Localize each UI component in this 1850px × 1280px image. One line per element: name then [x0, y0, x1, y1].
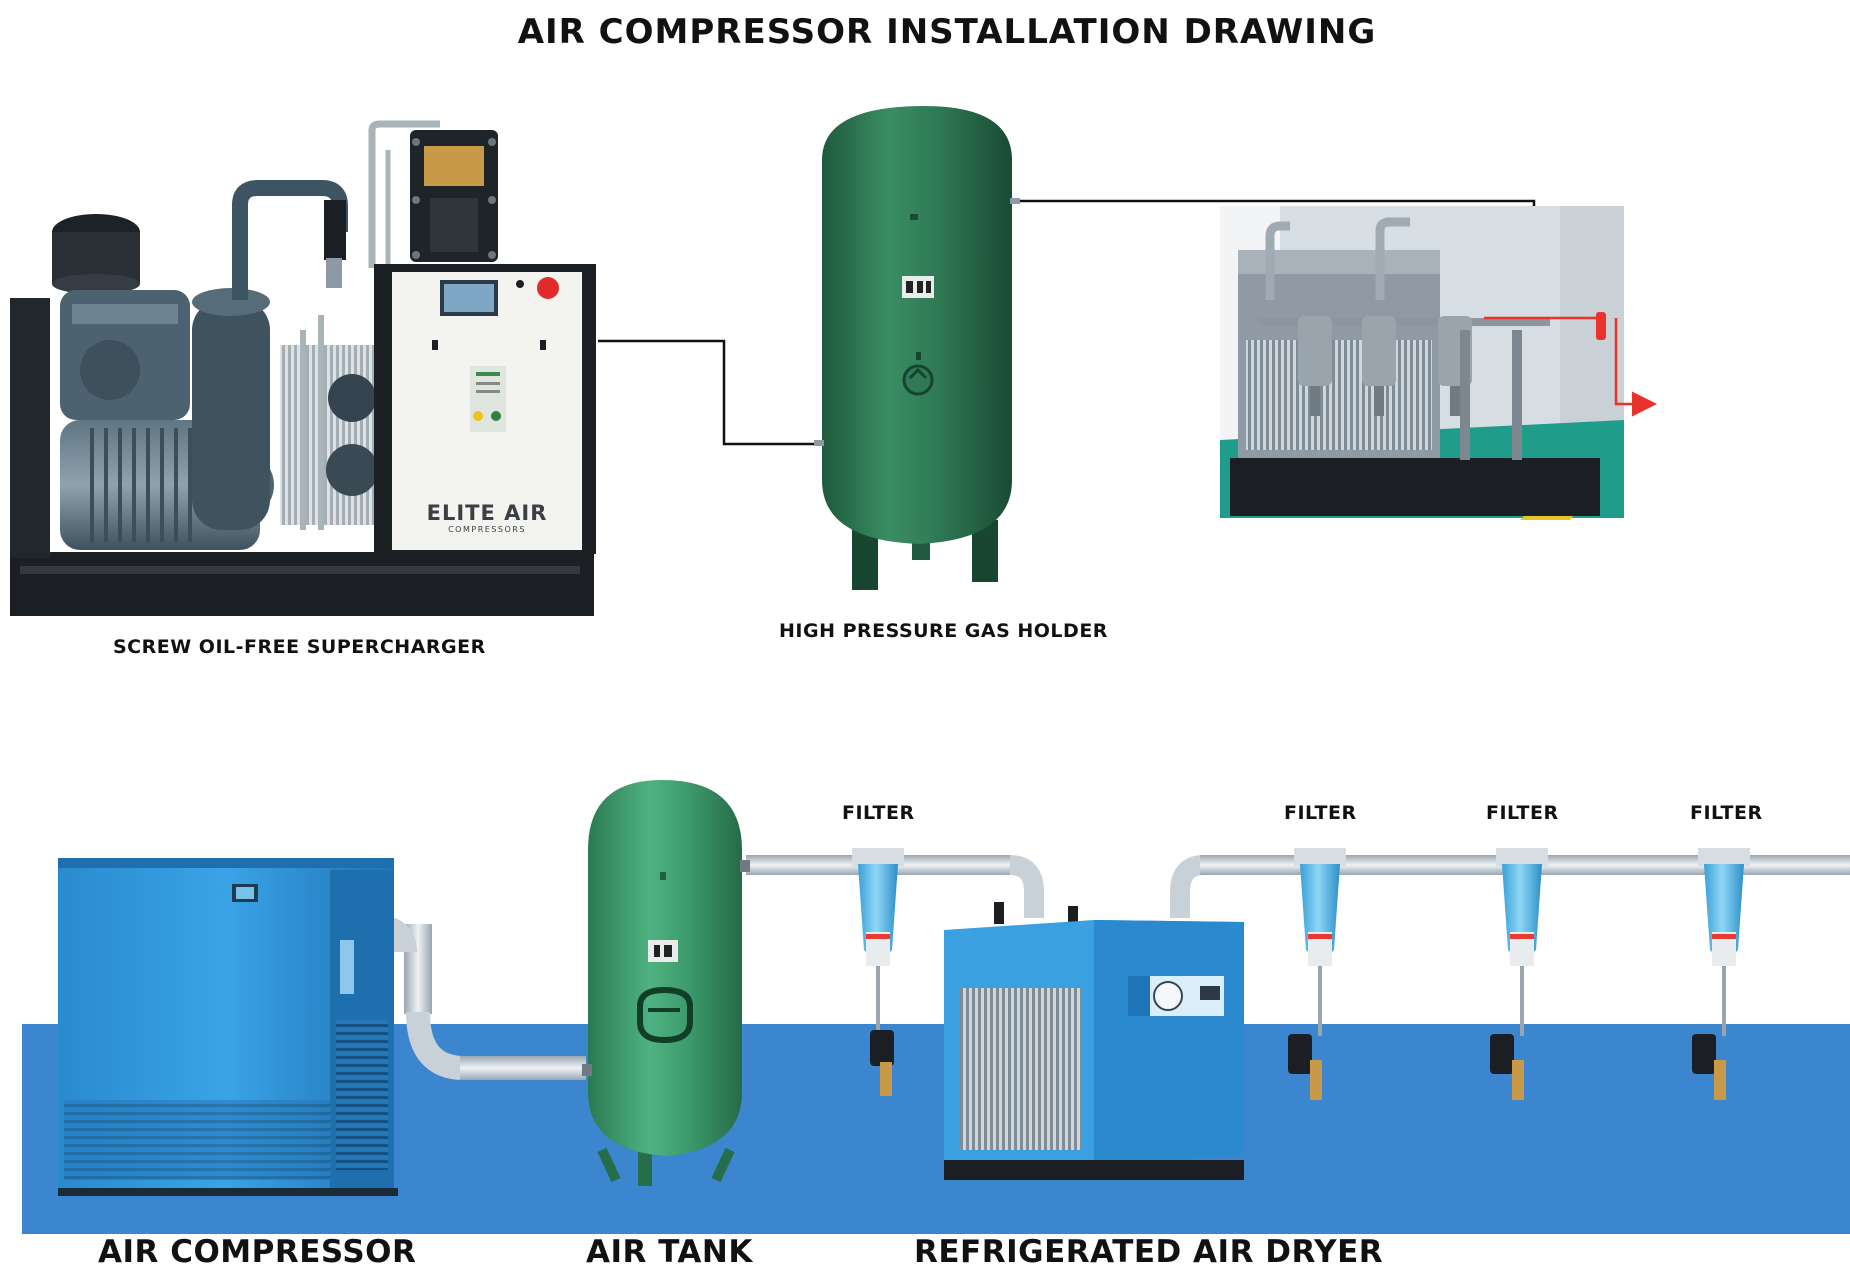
page-title: AIR COMPRESSOR INSTALLATION DRAWING: [517, 12, 1377, 52]
supercharger-label: SCREW OIL-FREE SUPERCHARGER: [113, 636, 486, 658]
air-tank-image: [582, 780, 750, 1186]
filter-label-3: FILTER: [1486, 802, 1559, 824]
brand-subtitle: COMPRESSORS: [448, 525, 526, 534]
filter-unit-1: [852, 848, 904, 1096]
filter-unit-4: [1692, 848, 1750, 1100]
refrigerated-dryer-image: [944, 902, 1244, 1180]
filter-unit-3: [1490, 848, 1548, 1100]
air-tank-label: AIR TANK: [586, 1234, 753, 1270]
filter-unit-2: [1288, 848, 1346, 1100]
air-compressor-image: [58, 858, 398, 1196]
connector-line-1: [598, 339, 816, 446]
output-arrow: [1614, 318, 1657, 417]
gas-holder-label: HIGH PRESSURE GAS HOLDER: [779, 620, 1108, 642]
filter-label-1: FILTER: [842, 802, 915, 824]
air-dryer-label: REFRIGERATED AIR DRYER: [914, 1234, 1384, 1270]
air-compressor-label: AIR COMPRESSOR: [98, 1234, 417, 1270]
dryer-skid-image: [1220, 206, 1624, 520]
gas-holder-image: [814, 106, 1020, 590]
filter-label-2: FILTER: [1284, 802, 1357, 824]
filter-label-4: FILTER: [1690, 802, 1763, 824]
brand-name: ELITE AIR: [427, 501, 548, 525]
supercharger-image: ELITE AIR COMPRESSORS: [10, 120, 596, 616]
